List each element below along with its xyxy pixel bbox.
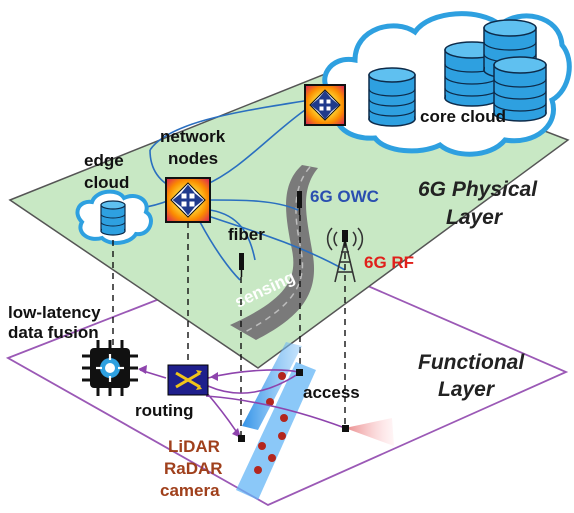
edge-cloud-label-2: cloud <box>84 173 129 192</box>
access-label: access <box>303 383 360 402</box>
functional-layer-title-2: Layer <box>438 378 496 401</box>
functional-endpoints <box>238 369 349 442</box>
physical-layer-title-2: Layer <box>446 206 504 229</box>
low-latency-label-1: low-latency <box>8 303 101 322</box>
sensing-beam <box>236 362 316 500</box>
edge-cloud <box>75 189 153 245</box>
sensing-beam <box>242 342 302 430</box>
sensor-label-radar: RaDAR <box>164 459 223 478</box>
core-databases <box>368 19 547 127</box>
network-nodes-label-2: nodes <box>168 149 218 168</box>
functional-layer-title: Functional <box>418 351 525 374</box>
rf-transceiver <box>342 230 348 242</box>
database-icon <box>493 56 547 122</box>
edge-cloud-label-1: edge <box>84 151 124 170</box>
road-center-line <box>242 166 311 334</box>
sensing-cone <box>345 418 394 446</box>
network-node <box>304 84 346 126</box>
sensor-label-lidar: LiDAR <box>168 437 220 456</box>
core-cloud-label: core cloud <box>420 107 506 126</box>
node-router-icon <box>310 90 340 120</box>
node-router-icon <box>172 184 204 216</box>
chip-icon <box>82 340 138 396</box>
sensor-label-camera: camera <box>160 481 220 500</box>
fiber-transceiver <box>239 253 244 277</box>
database-icon <box>100 200 126 236</box>
network-node <box>165 177 211 223</box>
sensed-objects <box>254 372 288 474</box>
routing-label: routing <box>135 401 194 420</box>
owc-transceiver <box>297 191 302 215</box>
network-nodes-label-1: network <box>160 127 226 146</box>
physical-layer-title: 6G Physical <box>418 178 538 201</box>
rf-label: 6G RF <box>364 253 414 272</box>
routing-switch-icon <box>167 364 209 396</box>
projection-lines <box>112 215 346 438</box>
fiber-label: fiber <box>228 225 265 244</box>
antenna-icon <box>326 227 364 283</box>
owc-label: 6G OWC <box>310 187 379 206</box>
database-icon <box>368 67 416 127</box>
low-latency-label-2: data fusion <box>8 323 99 342</box>
